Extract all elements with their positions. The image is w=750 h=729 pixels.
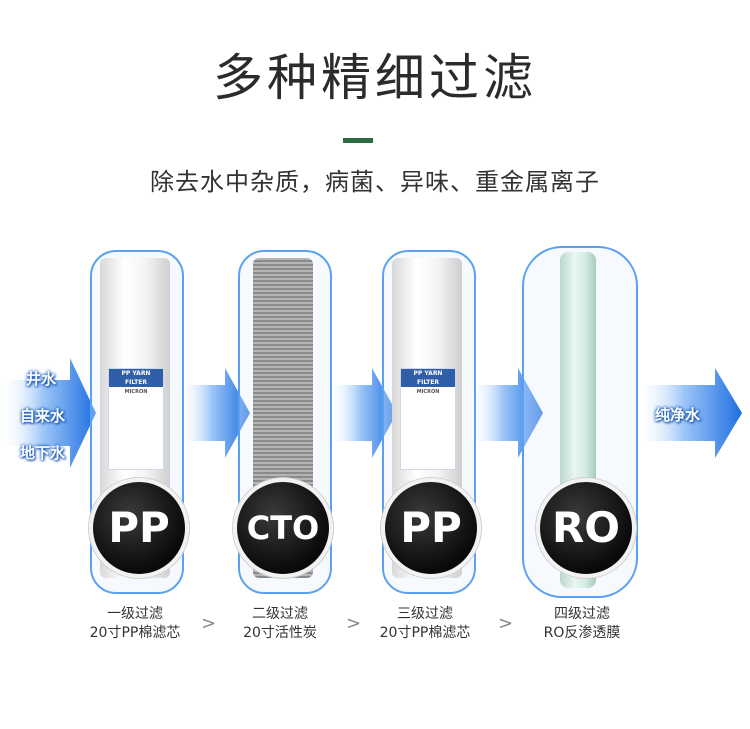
sticker-micron: MICRON (124, 389, 148, 395)
sticker-title: PP YARN (109, 369, 163, 378)
stage-filter-type: 20寸活性炭 (243, 625, 317, 641)
page-title: 多种精细过滤 (213, 49, 537, 107)
arrow-stage1-to-2 (180, 368, 250, 458)
sticker-title: PP YARN (401, 369, 455, 378)
separator-chevron-1: > (201, 613, 217, 634)
sticker-subtitle: FILTER (109, 378, 163, 387)
stage-label-1: 一级过滤 20寸PP棉滤芯 (65, 605, 205, 643)
stage-filter-type: 20寸PP棉滤芯 (89, 625, 181, 641)
pp-label-sticker-1: PP YARN FILTER MICRON (108, 368, 164, 470)
filter-stages: PP YARN FILTER MICRON PP YARN FILTER MIC… (0, 230, 750, 641)
arrow-stage3-to-4 (470, 368, 543, 458)
flow-arrows (0, 358, 742, 468)
input-arrow (0, 358, 96, 468)
sticker-subtitle: FILTER (401, 378, 455, 387)
stage-badge-1: PP (89, 478, 189, 578)
stage-badge-4: RO (536, 478, 636, 578)
stage-badge-2: CTO (233, 478, 333, 578)
stage-label-2: 二级过滤 20寸活性炭 (210, 605, 350, 643)
separator-chevron-2: > (346, 613, 362, 634)
pp-label-sticker-2: PP YARN FILTER MICRON (400, 368, 456, 470)
input-tap-water: 自来水 (20, 407, 66, 425)
stage-level: 四级过滤 (554, 606, 610, 622)
stage-label-4: 四级过滤 RO反渗透膜 (512, 605, 652, 643)
stage-level: 二级过滤 (252, 606, 308, 622)
separator-chevron-3: > (498, 613, 514, 634)
stage-badge-3: PP (381, 478, 481, 578)
input-ground-water: 地下水 (20, 444, 66, 462)
stage-level: 三级过滤 (397, 606, 453, 622)
arrow-stage2-to-3 (330, 368, 397, 458)
sticker-micron: MICRON (416, 389, 440, 395)
stage-level: 一级过滤 (107, 606, 163, 622)
output-arrow (636, 368, 742, 458)
stage-filter-type: RO反渗透膜 (543, 625, 621, 641)
page-subtitle: 除去水中杂质，病菌、异味、重金属离子 (150, 168, 600, 196)
stage-filter-type: 20寸PP棉滤芯 (379, 625, 471, 641)
input-well-water: 井水 (26, 370, 57, 388)
output-pure-water: 纯净水 (655, 406, 701, 424)
stage-label-3: 三级过滤 20寸PP棉滤芯 (355, 605, 495, 643)
title-accent-bar (343, 138, 373, 143)
